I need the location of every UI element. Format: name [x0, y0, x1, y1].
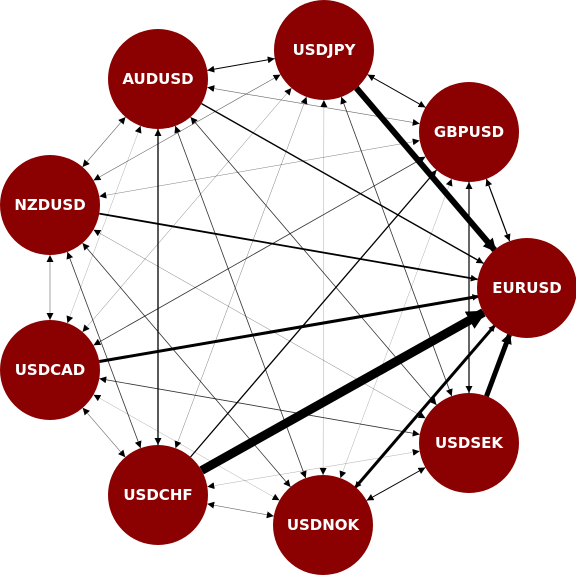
node-circle — [108, 445, 208, 545]
node-usdchf[interactable]: USDCHF — [108, 445, 208, 545]
node-gbpusd[interactable]: GBPUSD — [419, 82, 519, 182]
edges-layer — [46, 56, 512, 519]
edge-usdjpy-usdcad — [82, 87, 292, 333]
node-circle — [273, 475, 373, 575]
node-circle — [108, 29, 208, 129]
node-audusd[interactable]: AUDUSD — [108, 29, 208, 129]
node-label: USDCAD — [15, 361, 86, 379]
node-label: USDCHF — [123, 486, 192, 504]
edge-usdjpy-audusd — [207, 56, 275, 73]
node-eurusd[interactable]: EURUSD — [477, 238, 576, 338]
edge-usdnok-nzdusd — [82, 242, 291, 488]
node-label: USDSEK — [435, 434, 504, 452]
edge-usdchf-gbpusd — [190, 169, 437, 458]
edge-audusd-usdcad — [66, 125, 142, 324]
edge-gbpusd-nzdusd — [99, 138, 420, 199]
edge-audusd-usdsek — [190, 116, 437, 406]
node-usdsek[interactable]: USDSEK — [419, 393, 519, 493]
edge-usdsek-usdnok — [366, 467, 426, 501]
node-usdcad[interactable]: USDCAD — [0, 320, 100, 420]
node-circle — [419, 393, 519, 493]
node-circle — [274, 0, 374, 100]
node-circle — [0, 155, 100, 255]
node-label: USDNOK — [287, 516, 361, 534]
edge-gbpusd-eurusd — [485, 178, 511, 242]
edge-usdsek-eurusd — [484, 332, 512, 398]
edge-nzdusd-audusd — [82, 116, 126, 168]
node-circle — [0, 320, 100, 420]
node-label: GBPUSD — [434, 123, 504, 141]
edge-audusd-usdnok — [174, 125, 307, 479]
node-usdjpy[interactable]: USDJPY — [274, 0, 374, 100]
edge-usdjpy-usdnok — [319, 99, 328, 476]
node-label: AUDUSD — [122, 70, 193, 88]
edge-usdchf-usdsek — [207, 448, 420, 490]
edge-usdchf-usdcad — [82, 407, 126, 458]
node-circle — [477, 238, 576, 338]
edge-nzdusd-usdsek — [93, 229, 426, 419]
node-nzdusd[interactable]: NZDUSD — [0, 155, 100, 255]
node-label: NZDUSD — [14, 196, 85, 214]
node-label: USDJPY — [293, 41, 357, 59]
edge-usdjpy-gbpusd — [367, 74, 426, 108]
node-circle — [419, 82, 519, 182]
edge-usdchf-usdnok — [207, 501, 274, 519]
node-usdnok[interactable]: USDNOK — [273, 475, 373, 575]
edge-usdsek-usdcad — [99, 376, 420, 437]
edge-gbpusd-usdcad — [93, 156, 426, 346]
node-label: EURUSD — [492, 279, 561, 297]
